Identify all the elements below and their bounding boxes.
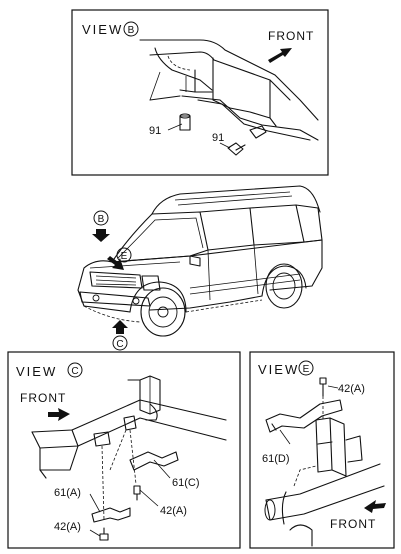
view-c-panel: VIEW C FRONT bbox=[7, 351, 241, 549]
view-b-clip-2 bbox=[227, 142, 246, 156]
view-c-marker: C bbox=[67, 362, 83, 378]
vehicle-arrow-b-icon bbox=[92, 229, 110, 242]
view-e-marker: E bbox=[298, 360, 314, 376]
view-c-front-label: FRONT bbox=[20, 391, 66, 405]
view-b-part-label-1: 91 bbox=[149, 125, 161, 137]
view-e-panel: VIEW E 42(A) bbox=[249, 351, 395, 549]
view-e-title: VIEW bbox=[258, 362, 299, 377]
svg-text:E: E bbox=[121, 251, 128, 262]
view-c-frame bbox=[7, 351, 241, 549]
view-c-part-label-61c: 61(C) bbox=[172, 477, 200, 489]
view-e-part-label-61d: 61(D) bbox=[262, 453, 290, 465]
view-b-front-label: FRONT bbox=[268, 29, 314, 43]
view-e-part-label-42a: 42(A) bbox=[338, 383, 365, 395]
view-e-bolt bbox=[319, 377, 327, 397]
view-b-frame bbox=[71, 9, 329, 176]
view-c-part-label-61a: 61(A) bbox=[54, 487, 81, 499]
svg-text:E: E bbox=[303, 364, 310, 375]
view-e-bracket-drawing bbox=[264, 396, 385, 547]
view-b-part-label-2: 91 bbox=[212, 132, 224, 144]
view-b-marker: B bbox=[123, 21, 139, 37]
vehicle-drawing bbox=[77, 185, 323, 337]
svg-text:B: B bbox=[98, 214, 105, 225]
view-c-title: VIEW bbox=[16, 364, 57, 379]
vehicle-arrow-c-icon bbox=[112, 320, 128, 334]
view-b-front-arrow-icon bbox=[268, 48, 292, 63]
vehicle-marker-e: E bbox=[107, 247, 132, 270]
view-c-front-arrow-icon bbox=[48, 408, 70, 421]
view-c-part-label-42a-right: 42(A) bbox=[160, 505, 187, 517]
svg-text:C: C bbox=[71, 366, 78, 377]
view-e-frame bbox=[249, 351, 395, 549]
view-b-body-drawing bbox=[139, 39, 319, 141]
view-c-frame-drawing bbox=[31, 375, 227, 541]
view-e-front-arrow-icon bbox=[364, 500, 386, 513]
svg-text:C: C bbox=[116, 339, 123, 350]
view-c-part-label-42a-bottom: 42(A) bbox=[54, 521, 81, 533]
view-b-panel: VIEW B FRONT bbox=[71, 9, 329, 176]
view-b-title: VIEW bbox=[82, 22, 123, 37]
vehicle-marker-b: B bbox=[92, 210, 110, 242]
vehicle-marker-c: C bbox=[112, 320, 128, 351]
view-e-front-label: FRONT bbox=[330, 517, 376, 531]
vehicle-arrow-e-icon bbox=[107, 256, 124, 270]
view-b-clip-1 bbox=[179, 113, 191, 131]
svg-text:B: B bbox=[128, 25, 135, 36]
